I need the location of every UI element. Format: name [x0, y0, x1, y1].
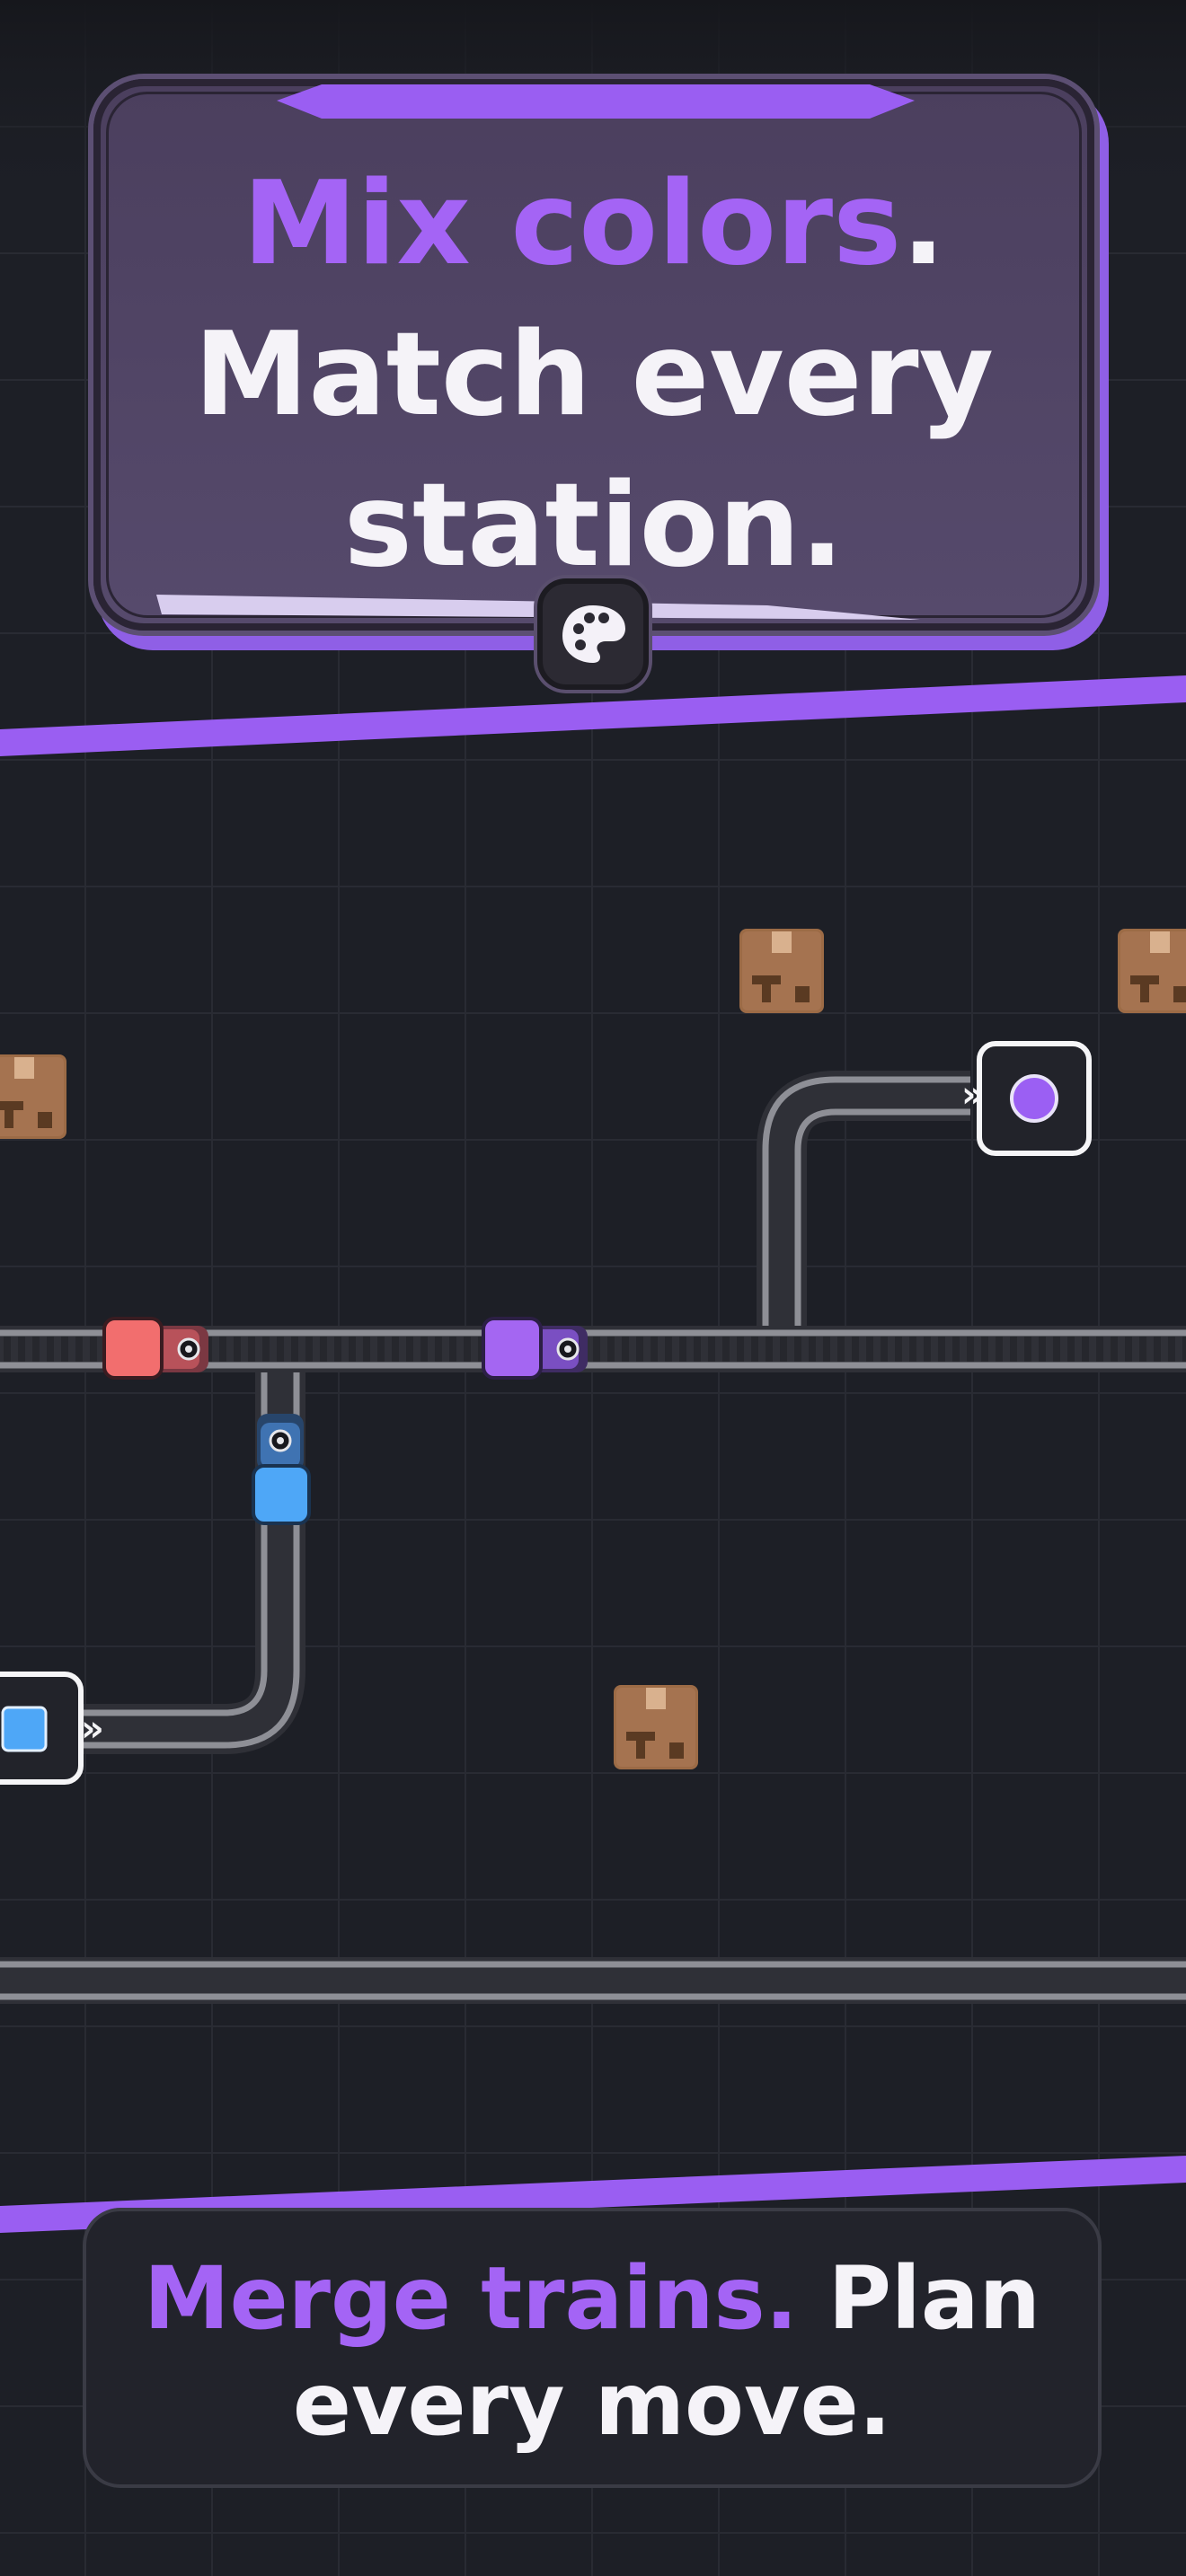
rail-tie — [737, 1337, 744, 1362]
rail-tie — [794, 1337, 801, 1362]
palette-badge[interactable] — [537, 578, 649, 690]
cardboard-box-icon — [739, 929, 824, 1013]
tagline-white: Plan — [798, 2248, 1040, 2349]
bottom-card: Merge trains. Plan every move. — [83, 2208, 1102, 2488]
rail-tie — [406, 1337, 413, 1362]
rail-tie — [464, 1337, 471, 1362]
rail-tie — [924, 1337, 931, 1362]
rail-tie — [1182, 1337, 1186, 1362]
rail-tie — [837, 1337, 845, 1362]
rail-tie — [277, 1337, 284, 1362]
rail-tie — [952, 1337, 960, 1362]
rail-tie — [809, 1337, 816, 1362]
rail-tie — [751, 1337, 758, 1362]
rail-tie — [938, 1337, 945, 1362]
headline-period: . — [901, 157, 945, 291]
rail-tie — [4, 1337, 11, 1362]
rail-tie — [881, 1337, 888, 1362]
rail-tie — [47, 1337, 54, 1362]
rail-tie — [320, 1337, 327, 1362]
card-header-ribbon — [277, 84, 915, 119]
cardboard-box-icon — [0, 1054, 66, 1139]
rail-tie — [1168, 1337, 1175, 1362]
rail-tie — [363, 1337, 370, 1362]
rail-tie — [607, 1337, 615, 1362]
accent-stripe-top — [0, 675, 1186, 756]
rail-tie — [651, 1337, 658, 1362]
promo-card: Mix colors. Match every station. — [93, 79, 1094, 631]
rail-tie — [32, 1337, 40, 1362]
tagline: Merge trains. Plan every move. — [86, 2245, 1098, 2457]
headline-line2: Match every — [193, 308, 995, 442]
rail-tie — [967, 1337, 974, 1362]
rail-tie — [75, 1337, 83, 1362]
rail-tie — [909, 1337, 916, 1362]
rail-tie — [234, 1337, 241, 1362]
rail-tie — [262, 1337, 270, 1362]
purple-train[interactable] — [482, 1317, 588, 1380]
cardboard-box-icon — [1118, 929, 1186, 1013]
rail-tie — [334, 1337, 341, 1362]
rail-tie — [679, 1337, 686, 1362]
rail-tie — [981, 1337, 988, 1362]
rail-tie — [665, 1337, 672, 1362]
rail-tie — [852, 1337, 859, 1362]
rail-tie — [420, 1337, 428, 1362]
rail-tie — [61, 1337, 68, 1362]
rail-tie — [1024, 1337, 1031, 1362]
rail-tie — [996, 1337, 1003, 1362]
arrow-icon: » — [81, 1708, 104, 1750]
rail-tie — [1010, 1337, 1017, 1362]
rail-tie — [18, 1337, 25, 1362]
rail-tie — [694, 1337, 701, 1362]
headline-accent: Mix colors — [243, 157, 902, 291]
rail-tie — [219, 1337, 226, 1362]
cardboard-box-icon — [614, 1685, 698, 1769]
rail-tie — [823, 1337, 830, 1362]
rail-tie — [305, 1337, 313, 1362]
rail-tie — [593, 1337, 600, 1362]
rail-tie — [895, 1337, 902, 1362]
tagline-accent: Merge trains. — [144, 2248, 799, 2349]
tagline-line2: every move. — [292, 2354, 892, 2455]
rail-tie — [636, 1337, 643, 1362]
rail-tie — [708, 1337, 715, 1362]
rail-tie — [780, 1337, 787, 1362]
rail-tie — [248, 1337, 255, 1362]
rail-tie — [1125, 1337, 1132, 1362]
rail-tie — [1082, 1337, 1089, 1362]
blue-station[interactable]: » — [0, 1672, 104, 1785]
rail-tie — [435, 1337, 442, 1362]
rail-tie — [1154, 1337, 1161, 1362]
headline-line3: station. — [343, 459, 845, 593]
rail-tie — [392, 1337, 399, 1362]
rail-tie — [722, 1337, 730, 1362]
rail-tie — [622, 1337, 629, 1362]
rail-tie — [1039, 1337, 1046, 1362]
rail-tie — [1096, 1337, 1103, 1362]
purple-station[interactable]: » — [961, 1041, 1092, 1156]
branch-track-purple — [757, 1071, 970, 1326]
rail-tie — [90, 1337, 97, 1362]
rail-tie — [1067, 1337, 1075, 1362]
rail-tie — [291, 1337, 298, 1362]
blue-train[interactable] — [252, 1414, 311, 1525]
rail-tie — [1053, 1337, 1060, 1362]
rail-tie — [349, 1337, 356, 1362]
lower-track — [0, 1957, 1186, 2004]
rail-tie — [449, 1337, 456, 1362]
rail-tie — [766, 1337, 773, 1362]
rail-tie — [1139, 1337, 1146, 1362]
rail-tie — [1111, 1337, 1118, 1362]
rail-tie — [377, 1337, 385, 1362]
palette-icon — [562, 605, 625, 663]
red-train[interactable] — [102, 1317, 208, 1380]
rail-tie — [866, 1337, 873, 1362]
headline: Mix colors. Match every station. — [101, 149, 1087, 602]
branch-track-blue — [81, 1372, 305, 1754]
